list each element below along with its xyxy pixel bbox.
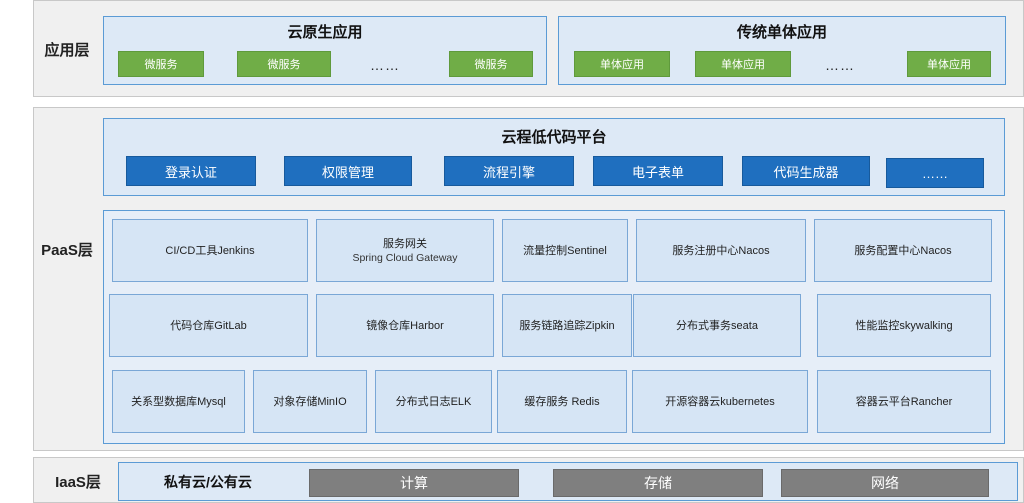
monolith-box: 单体应用 [907, 51, 991, 77]
component-harbor: 镜像仓库Harbor [316, 294, 494, 357]
microservice-box: 微服务 [118, 51, 204, 77]
component-kubernetes: 开源容器云kubernetes [632, 370, 808, 433]
component-skywalking: 性能监控skywalking [817, 294, 991, 357]
component-label: 性能监控skywalking [855, 319, 953, 332]
component-label: 流量控制Sentinel [523, 244, 607, 257]
component-label: 缓存服务 Redis [524, 395, 600, 408]
component-label: 分布式日志ELK [395, 395, 472, 408]
component-zipkin: 服务链路追踪Zipkin [502, 294, 632, 357]
traditional-app-title: 传统单体应用 [736, 24, 827, 41]
component-label: 开源容器云kubernetes [665, 395, 775, 408]
component-seata: 分布式事务seata [633, 294, 801, 357]
component-nacos-config: 服务配置中心Nacos [814, 219, 992, 282]
resource-storage: 存储 [553, 469, 763, 497]
paas-layer-label: PaaS层 [41, 241, 93, 259]
component-label: 关系型数据库Mysql [131, 395, 226, 408]
component-label: 服务配置中心Nacos [854, 244, 952, 257]
cloud-type-label: 私有云/公有云 [164, 474, 252, 490]
component-elk: 分布式日志ELK [375, 370, 492, 433]
component-label: CI/CD工具Jenkins [165, 244, 255, 257]
microservice-box: 微服务 [449, 51, 533, 77]
component-sublabel: Spring Cloud Gateway [352, 251, 458, 264]
iaas-layer-label: IaaS层 [55, 473, 101, 491]
lowcode-platform-title: 云程低代码平台 [501, 129, 607, 146]
resource-network: 网络 [781, 469, 989, 497]
component-gateway: 服务网关 Spring Cloud Gateway [316, 219, 494, 282]
component-label: 服务注册中心Nacos [672, 244, 770, 257]
cloud-native-title: 云原生应用 [287, 24, 363, 41]
component-mysql: 关系型数据库Mysql [112, 370, 245, 433]
component-label: 分布式事务seata [676, 319, 758, 332]
component-label: 服务链路追踪Zipkin [519, 319, 615, 332]
component-redis: 缓存服务 Redis [497, 370, 627, 433]
component-nacos-registry: 服务注册中心Nacos [636, 219, 806, 282]
monolith-ellipsis: …… [825, 57, 855, 73]
component-label: 服务网关 [383, 237, 427, 250]
component-label: 代码仓库GitLab [170, 319, 247, 332]
component-label: 容器云平台Rancher [855, 395, 953, 408]
microservice-ellipsis: …… [370, 57, 400, 73]
component-label: 对象存储MinIO [273, 395, 347, 408]
module-ellipsis: …… [886, 158, 984, 188]
component-minio: 对象存储MinIO [253, 370, 367, 433]
monolith-box: 单体应用 [695, 51, 791, 77]
module-e-form: 电子表单 [593, 156, 723, 186]
component-sentinel: 流量控制Sentinel [502, 219, 628, 282]
microservice-box: 微服务 [237, 51, 331, 77]
monolith-box: 单体应用 [574, 51, 670, 77]
component-jenkins: CI/CD工具Jenkins [112, 219, 308, 282]
resource-compute: 计算 [309, 469, 519, 497]
module-code-generator: 代码生成器 [742, 156, 870, 186]
application-layer-label: 应用层 [44, 41, 90, 59]
component-label: 镜像仓库Harbor [366, 319, 444, 332]
component-rancher: 容器云平台Rancher [817, 370, 991, 433]
module-permission: 权限管理 [284, 156, 412, 186]
component-gitlab: 代码仓库GitLab [109, 294, 308, 357]
module-login-auth: 登录认证 [126, 156, 256, 186]
module-workflow-engine: 流程引擎 [444, 156, 574, 186]
